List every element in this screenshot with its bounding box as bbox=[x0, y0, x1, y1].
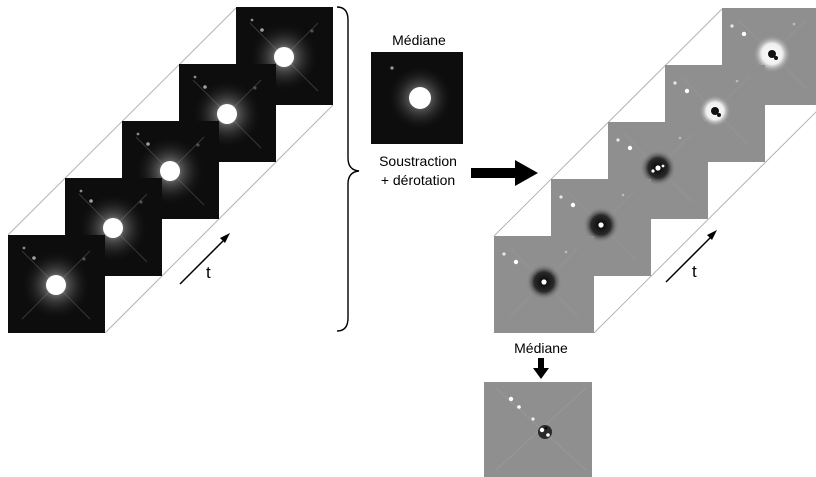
raw-frame bbox=[8, 235, 105, 333]
process-label-line2: + dérotation bbox=[381, 172, 455, 188]
median-frame-top bbox=[371, 52, 463, 144]
median-label-bottom: Médiane bbox=[514, 340, 568, 356]
time-arrow-left bbox=[179, 233, 230, 285]
raw-frame-stack bbox=[8, 7, 333, 333]
median-label-top: Médiane bbox=[392, 32, 446, 48]
residual-frame bbox=[494, 236, 594, 333]
time-label-right: t bbox=[692, 262, 697, 281]
time-label-left: t bbox=[206, 263, 211, 282]
median-frame-bottom bbox=[484, 382, 592, 477]
right-brace bbox=[336, 6, 360, 332]
process-arrow bbox=[471, 160, 538, 186]
time-arrow-right bbox=[665, 230, 717, 283]
residual-frame-stack bbox=[494, 8, 816, 333]
down-arrow bbox=[533, 358, 549, 379]
process-label-line1: Soustraction bbox=[379, 153, 457, 169]
